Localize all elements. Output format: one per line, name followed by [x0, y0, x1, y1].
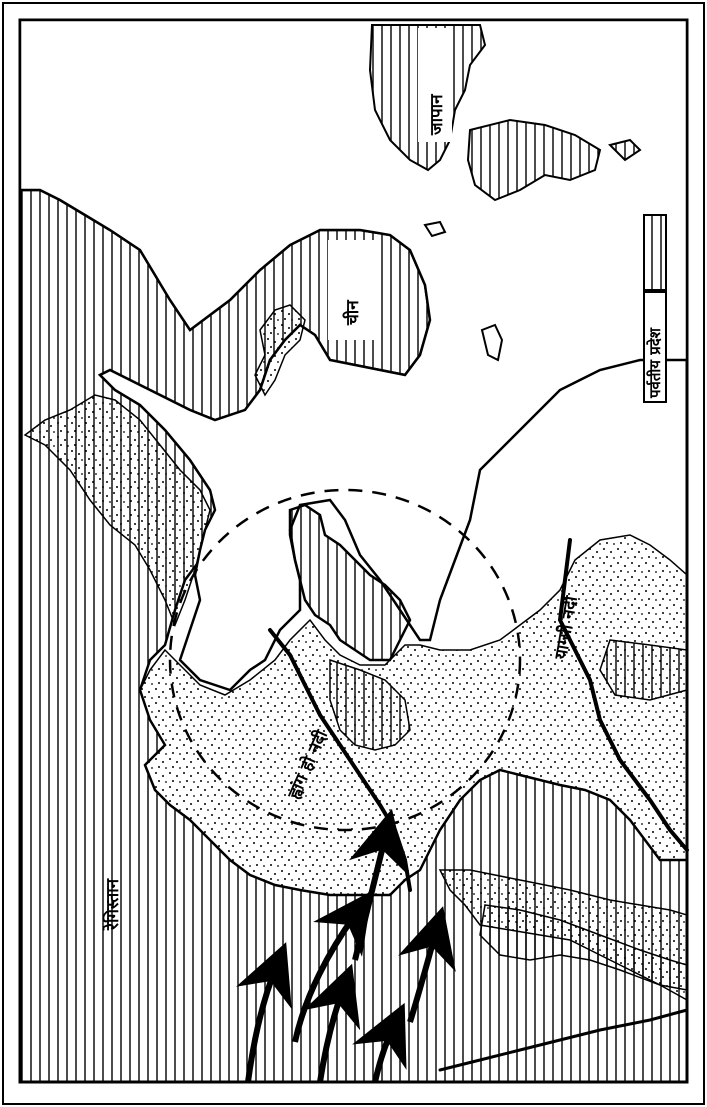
plain-north-coast [23, 394, 211, 628]
japan-label-bg [418, 28, 452, 142]
legend-swatch-mountain [643, 214, 667, 291]
lower-river [438, 1008, 689, 1072]
china-label: चीन [342, 300, 363, 326]
legend-label-box [643, 291, 667, 403]
korea-peninsula [288, 503, 412, 662]
plain-coast-strip [254, 304, 306, 397]
island-a [423, 220, 447, 238]
legend-mountain-label: पर्वतीय प्रदेश [646, 327, 664, 399]
arrow-3 [348, 808, 408, 961]
core-region-circle [168, 488, 522, 832]
plain-great-north-china [139, 534, 688, 896]
map-body: पर्वतीय प्रदेश रेगिस्तान चीन जापान ह्वां… [18, 18, 689, 1084]
desert-label: रेगिस्तान [102, 878, 123, 931]
japan-label-group: जापान [418, 28, 452, 142]
mountain-block-3 [479, 904, 688, 991]
legend: पर्वतीय प्रदेश [643, 214, 667, 403]
migration-arrows [236, 808, 456, 1083]
china-label-group: चीन [328, 240, 374, 340]
china-label-bg [328, 240, 374, 340]
arrow-6 [398, 906, 456, 1023]
mountain-block-2 [599, 639, 688, 701]
arrow-1 [236, 942, 292, 1083]
japan-island-small [608, 138, 642, 162]
arrow-5 [352, 1002, 407, 1083]
japan-island-kyushu [466, 118, 602, 202]
mountain-block-1 [329, 658, 411, 751]
island-b [480, 323, 504, 362]
yangtze-river [557, 538, 689, 852]
japan-label: जापान [427, 94, 447, 136]
arrow-4 [303, 963, 361, 1083]
